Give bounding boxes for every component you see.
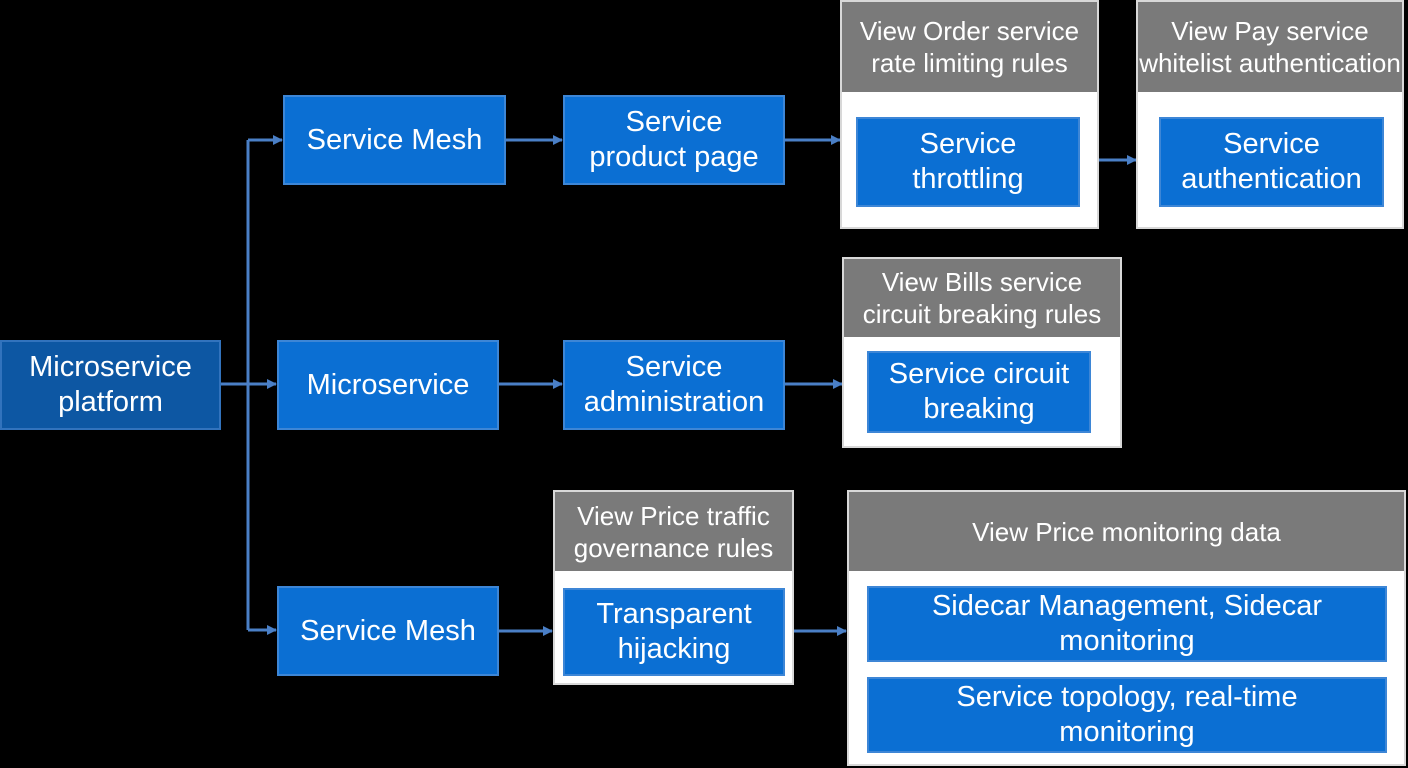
sidecar-management-monitoring-node: Sidecar Management, Sidecar monitoring [867, 586, 1387, 662]
panel-header-pay-whitelist: View Pay service whitelist authenticatio… [1138, 2, 1402, 92]
panel-price-monitoring-data: View Price monitoring data Sidecar Manag… [847, 490, 1406, 766]
root-node-microservice-platform: Microservice platform [0, 340, 221, 430]
branch2-microservice-node: Microservice [277, 340, 499, 430]
service-authentication-node: Service authentication [1159, 117, 1384, 207]
branch2-service-administration-node: Service administration [563, 340, 785, 430]
panel-header-order-rate-limiting: View Order service rate limiting rules [842, 2, 1097, 92]
transparent-hijacking-node: Transparent hijacking [563, 588, 785, 676]
panel-header-price-traffic-governance: View Price traffic governance rules [555, 492, 792, 571]
service-circuit-breaking-node: Service circuit breaking [867, 351, 1091, 433]
panel-header-bills-circuit-breaking: View Bills service circuit breaking rule… [844, 259, 1120, 337]
branch3-service-mesh-node: Service Mesh [277, 586, 499, 676]
branch1-service-mesh-node: Service Mesh [283, 95, 506, 185]
panel-pay-whitelist-authentication: View Pay service whitelist authenticatio… [1136, 0, 1404, 229]
panel-order-rate-limiting: View Order service rate limiting rules S… [840, 0, 1099, 229]
service-throttling-node: Service throttling [856, 117, 1080, 207]
panel-bills-circuit-breaking: View Bills service circuit breaking rule… [842, 257, 1122, 448]
service-topology-monitoring-node: Service topology, real-time monitoring [867, 677, 1387, 753]
panel-header-price-monitoring: View Price monitoring data [849, 492, 1404, 571]
panel-price-traffic-governance: View Price traffic governance rules Tran… [553, 490, 794, 685]
branch1-service-product-page-node: Service product page [563, 95, 785, 185]
